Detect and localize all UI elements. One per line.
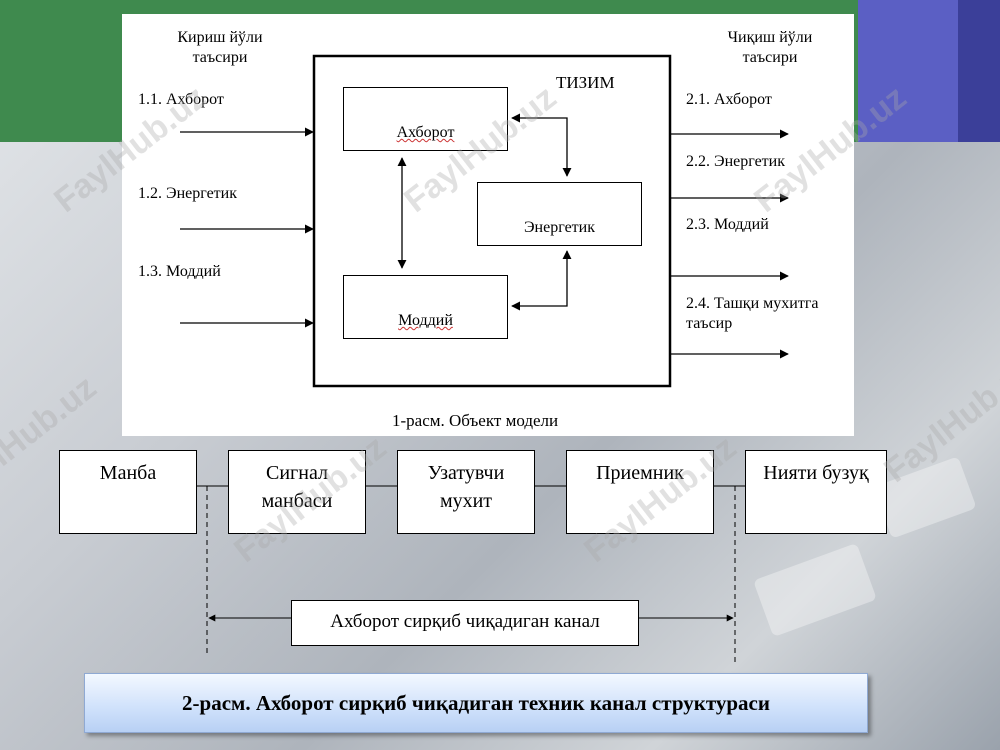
link-energy-material: [511, 250, 572, 311]
output-header-line1: Чиқиш йўли: [727, 29, 813, 46]
link-info-energy: [511, 113, 572, 177]
channel-label-box: Ахборот сирқиб чиқадиган канал: [291, 600, 639, 646]
input-header-line2: таъсири: [192, 49, 248, 66]
block-signal-source-label: Сигнал манбаси: [229, 459, 365, 515]
input-label-info: 1.1. Ахборот: [138, 91, 224, 108]
output-header: Чиқиш йўли таъсири: [700, 28, 840, 68]
output-label-environment-line1: 2.4. Ташқи мухитга: [686, 295, 819, 312]
system-frame: [312, 54, 672, 388]
subsystem-material: Моддий: [343, 275, 508, 339]
output-label-energy: 2.2. Энергетик: [686, 153, 786, 170]
output-label-info: 2.1. Ахборот: [686, 91, 772, 108]
block-receiver: Приемник: [566, 450, 714, 534]
output-label-material: 2.3. Моддий: [686, 216, 769, 233]
block-source-label: Манба: [99, 462, 157, 484]
block-intruder: Нияти бузуқ: [745, 450, 887, 534]
subsystem-material-label: Моддий: [398, 312, 453, 329]
subsystem-energy: Энергетик: [477, 182, 642, 246]
block-signal-source-line1: Сигнал: [266, 462, 328, 484]
block-signal-source: Сигнал манбаси: [228, 450, 366, 534]
input-header-line1: Кириш йўли: [177, 29, 263, 46]
output-header-line2: таъсири: [742, 49, 798, 66]
subsystem-info-label: Ахборот: [396, 124, 455, 141]
header-navy-block: [958, 0, 1000, 142]
block-receiver-label: Приемник: [596, 462, 684, 484]
figure1-caption: 1-расм. Объект модели: [392, 411, 559, 430]
figure2-caption-bar: 2-расм. Ахборот сирқиб чиқадиган техник …: [84, 673, 868, 733]
channel-label: Ахборот сирқиб чиқадиган канал: [330, 611, 600, 632]
block-signal-source-line2: манбаси: [261, 490, 333, 512]
subsystem-energy-label: Энергетик: [523, 219, 595, 236]
block-medium-line2: мухит: [439, 490, 493, 512]
figure2-caption: 2-расм. Ахборот сирқиб чиқадиган техник …: [182, 691, 770, 715]
block-medium: Узатувчи мухит: [397, 450, 535, 534]
output-label-environment: 2.4. Ташқи мухитга таъсир: [686, 294, 818, 334]
block-medium-line1: Узатувчи: [427, 462, 505, 484]
block-source: Манба: [59, 450, 197, 534]
output-label-environment-line2: таъсир: [686, 315, 733, 332]
input-label-energy: 1.2. Энергетик: [138, 185, 238, 202]
block-medium-label: Узатувчи мухит: [398, 459, 534, 515]
input-label-material: 1.3. Моддий: [138, 263, 221, 280]
block-intruder-label: Нияти бузуқ: [763, 462, 869, 484]
header-blue-block: [858, 0, 958, 142]
input-header: Кириш йўли таъсири: [150, 28, 290, 68]
system-label: ТИЗИМ: [556, 73, 615, 92]
subsystem-info: Ахборот: [343, 87, 508, 151]
